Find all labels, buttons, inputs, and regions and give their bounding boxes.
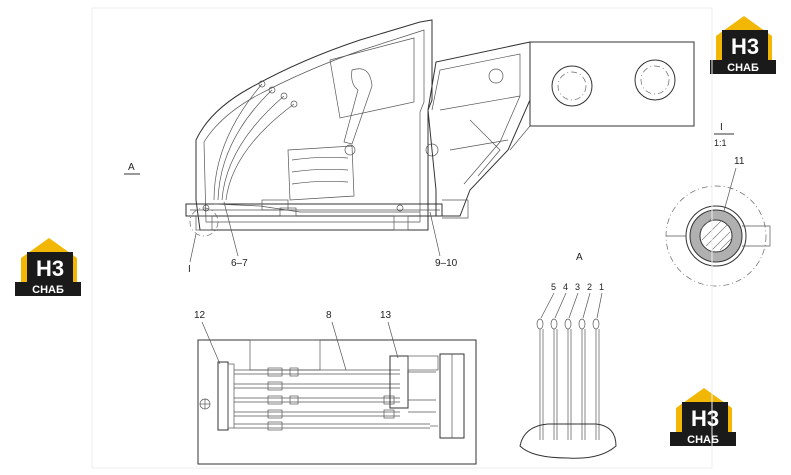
- plan-view: 12 8 13: [194, 310, 477, 465]
- svg-text:3: 3: [575, 282, 580, 292]
- svg-text:12: 12: [194, 310, 206, 321]
- callout-8: 8: [326, 310, 347, 371]
- svg-text:8: 8: [326, 310, 332, 321]
- callout-6-7: 6–7: [223, 201, 248, 269]
- view-a-detail: A 5 4 3 2 1: [519, 252, 617, 459]
- cab-side-view: [185, 19, 695, 231]
- svg-text:H3: H3: [36, 256, 64, 281]
- svg-text:5: 5: [551, 282, 556, 292]
- svg-text:1: 1: [599, 282, 604, 292]
- detail-i-view: I 1:1 11: [665, 122, 771, 287]
- logo-left: H3 СНАБ: [15, 238, 81, 296]
- callout-9-10: 9–10: [429, 211, 458, 269]
- detail-i-marker: I: [188, 207, 219, 275]
- svg-text:СНАБ: СНАБ: [687, 434, 719, 446]
- svg-text:6–7: 6–7: [231, 258, 248, 269]
- svg-text:9–10: 9–10: [435, 258, 458, 269]
- svg-text:H3: H3: [691, 406, 719, 431]
- logo-top-right: H3 СНАБ: [710, 16, 776, 74]
- logo-bottom-right: H3 СНАБ: [670, 388, 736, 446]
- callout-13: 13: [380, 310, 399, 359]
- view-a-marker: A: [124, 162, 140, 175]
- svg-text:11: 11: [734, 156, 745, 167]
- svg-text:A: A: [128, 162, 135, 173]
- svg-text:13: 13: [380, 310, 392, 321]
- callout-12: 12: [194, 310, 221, 365]
- svg-text:H3: H3: [731, 34, 759, 59]
- svg-text:1:1: 1:1: [714, 138, 727, 148]
- svg-text:СНАБ: СНАБ: [32, 284, 64, 296]
- svg-text:I: I: [720, 122, 723, 133]
- svg-text:4: 4: [563, 282, 568, 292]
- svg-text:I: I: [188, 264, 191, 275]
- svg-text:A: A: [576, 252, 583, 263]
- svg-text:СНАБ: СНАБ: [727, 62, 759, 74]
- svg-text:2: 2: [587, 282, 592, 292]
